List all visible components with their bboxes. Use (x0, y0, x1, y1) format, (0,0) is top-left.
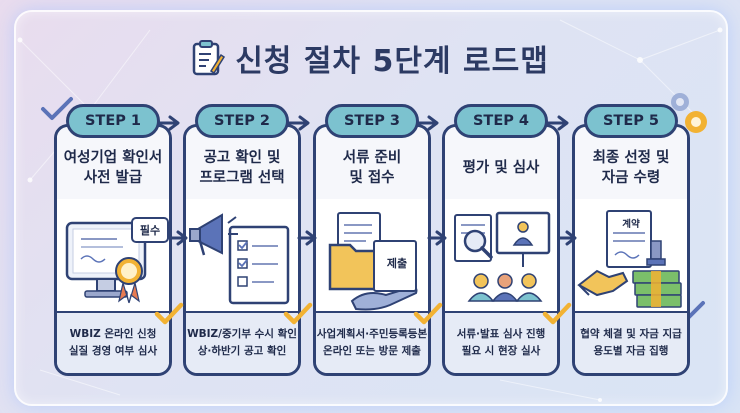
step-4-badge: STEP 4 (454, 104, 548, 138)
step-5-detail: 협약 체결 및 자금 지급 용도별 자금 집행 (575, 311, 687, 373)
step-4-heading: 평가 및 심사 (445, 127, 557, 199)
handshake-money-icon (577, 210, 682, 308)
step-1-tag: 필수 (131, 217, 169, 243)
step-5-card: 최종 선정 및 자금 수령 계약 협약 체결 및 자금 지급 용도별 자금 집행 (572, 124, 690, 376)
page-frame (14, 10, 728, 406)
step-3-detail: 사업계획서·주민등록등본 온라인 또는 방문 제출 (316, 311, 428, 373)
step-2-card: 공고 확인 및 프로그램 선택 WBIZ/중기부 수시 확인 상·하반기 공고 … (183, 124, 301, 376)
step-2-badge: STEP 2 (195, 104, 289, 138)
step-3-check-icon (413, 302, 443, 325)
step-1-card: 여성기업 확인서 사전 발급 필수 WBIZ 온라인 신청 실질 경영 여부 심… (54, 124, 172, 376)
step-4-check-icon (542, 302, 572, 325)
flow-arrow-mid-2-3 (297, 230, 317, 246)
page-title: 신청 절차 5단계 로드맵 (235, 44, 549, 79)
step-3-tag: 제출 (386, 257, 408, 270)
step-2-heading: 공고 확인 및 프로그램 선택 (186, 127, 298, 199)
corner-check-icon (41, 97, 73, 120)
step-2-detail: WBIZ/중기부 수시 확인 상·하반기 공고 확인 (186, 311, 298, 373)
flow-arrow-mid-4-5 (557, 230, 577, 246)
step-1-badge: STEP 1 (66, 104, 160, 138)
step-5-heading: 최종 선정 및 자금 수령 (575, 127, 687, 199)
title-block: 신청 절차 5단계 로드맵 (0, 36, 740, 80)
folder-documents-icon (328, 212, 418, 311)
step-3-badge: STEP 3 (325, 104, 419, 138)
step-3-card: 서류 준비 및 접수 제출 사업계획서·주민등록등본 온라인 또는 방문 제출 (313, 124, 431, 376)
megaphone-checklist-icon (189, 213, 290, 305)
step-5-tag: 계약 (622, 219, 640, 230)
flow-arrow-mid-3-4 (427, 230, 447, 246)
clipboard-icon (192, 40, 226, 76)
presentation-review-icon (454, 211, 551, 302)
step-1-detail: WBIZ 온라인 신청 실질 경영 여부 심사 (57, 311, 169, 373)
step-1-check-icon (154, 302, 184, 325)
step-3-heading: 서류 준비 및 접수 (316, 127, 428, 199)
gear-icon (671, 93, 707, 133)
step-4-detail: 서류·발표 심사 진행 필요 시 현장 실사 (445, 311, 557, 373)
flow-arrow-mid-1-2 (168, 230, 188, 246)
computer-certificate-icon (65, 221, 147, 304)
step-4-card: 평가 및 심사 서류·발표 심사 진행 필요 시 현장 실사 (442, 124, 560, 376)
step-5-badge: STEP 5 (584, 104, 678, 138)
step-1-heading: 여성기업 확인서 사전 발급 (57, 127, 169, 199)
step-2-check-icon (283, 302, 313, 325)
